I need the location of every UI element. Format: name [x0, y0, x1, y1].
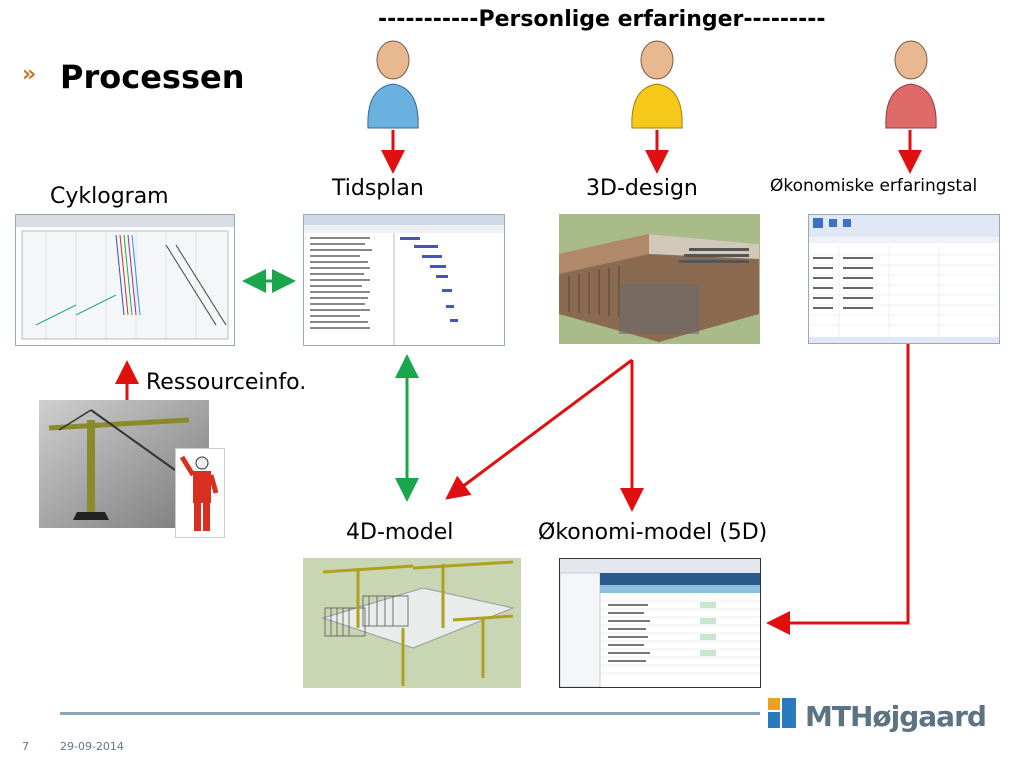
okonomi-model-5d-screenshot [559, 558, 761, 688]
tidsplan-screenshot [303, 214, 505, 346]
mthojgaard-logo-text: MTHøjgaard [805, 700, 987, 733]
title-bullet: » [22, 62, 37, 87]
personal-experience-heading: -----------Personlige erfaringer--------… [378, 7, 826, 32]
person-blue-icon [367, 40, 419, 129]
arrow-okonomiske-to-okonomi-model [766, 344, 910, 635]
footer-date: 29-09-2014 [60, 740, 124, 753]
label-okonomi-model-5d: Økonomi-model (5D) [538, 520, 768, 545]
mthojgaard-logo-icon [764, 694, 800, 734]
label-4d-model: 4D-model [346, 520, 454, 545]
3d-design-image [559, 214, 760, 344]
person-red-icon [885, 40, 937, 129]
page-number: 7 [22, 740, 29, 753]
worker-image [175, 448, 225, 538]
4d-model-image [303, 558, 521, 688]
label-cyklogram: Cyklogram [50, 184, 169, 209]
arrow-3d-design-to-4d-model [445, 358, 633, 500]
footer-divider [60, 712, 760, 715]
slide-title: Processen [60, 58, 245, 96]
label-okonomiske-erfaringstal: Økonomiske erfaringstal [770, 176, 978, 196]
label-ressourceinfo: Ressourceinfo. [146, 370, 307, 395]
label-tidsplan: Tidsplan [332, 176, 424, 201]
person-yellow-icon [631, 40, 683, 129]
okonomiske-spreadsheet-screenshot [808, 214, 1000, 344]
cyklogram-screenshot [15, 214, 235, 346]
label-3d-design: 3D-design [586, 176, 698, 201]
